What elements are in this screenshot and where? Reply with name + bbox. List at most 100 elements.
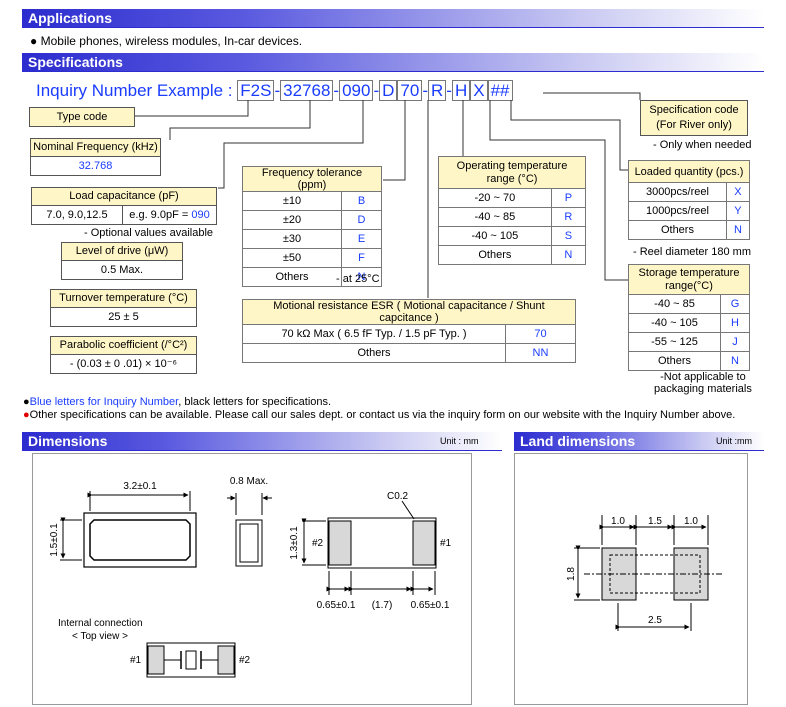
nominal-frequency-value-box: 32.768	[30, 156, 161, 176]
spec-cell: 3000pcs/reel	[628, 182, 727, 202]
code-cell: G	[720, 294, 750, 314]
internal-pin1-label: #1	[130, 655, 142, 666]
dim-pad-left: 0.65±0.1	[317, 600, 356, 611]
land-height: 1.8	[566, 567, 577, 581]
code-cell: R	[550, 207, 587, 227]
specification-code-label-1: Specification code	[649, 104, 739, 116]
load-capacitance-label: Load capacitance (pF)	[69, 190, 179, 202]
load-capacitance-values-box: 7.0, 9.0,12.5	[31, 205, 123, 225]
internal-pin2-label: #2	[239, 655, 251, 666]
code-operating-temp: R	[428, 80, 447, 101]
load-capacitance-example-code: 090	[191, 209, 210, 221]
dim-thickness: 0.8 Max.	[230, 476, 268, 487]
code-cell: N	[720, 351, 750, 371]
dimensions-title: Dimensions	[28, 433, 108, 449]
storage-temp-label-1: Storage temperature	[638, 266, 740, 279]
pin2-label: #2	[312, 538, 324, 549]
spec-cell: Others	[242, 343, 506, 363]
code-spec: ##	[487, 80, 513, 101]
code-type: F2S	[237, 80, 275, 101]
frequency-tolerance-label: Frequency tolerance (ppm)	[242, 166, 382, 192]
code-esr: 70	[397, 80, 423, 101]
spec-cell: -40 ~ 85	[627, 294, 722, 314]
type-code-box: Type code	[29, 107, 135, 127]
code-cell: N	[725, 220, 751, 240]
code-cell: N	[341, 267, 382, 287]
level-of-drive-label: Level of drive (μW)	[75, 245, 169, 257]
spec-cell: -20 ~ 70	[438, 188, 552, 208]
nominal-frequency-value: 32.768	[78, 160, 113, 172]
internal-connection-label: Internal connection	[58, 618, 143, 629]
turnover-temp-value: 25 ± 5	[108, 311, 139, 323]
table-row: 70 kΩ Max ( 6.5 fF Typ. / 1.5 pF Typ. )7…	[242, 324, 576, 344]
motional-resistance-table: Motional resistance ESR ( Motional capac…	[242, 299, 576, 363]
spec-cell: ±30	[241, 229, 343, 249]
storage-temp-note-1: -Not applicable to	[660, 371, 746, 383]
spec-cell: ±10	[241, 191, 343, 211]
code-tolerance: D	[379, 80, 398, 101]
land-dimensions-title: Land dimensions	[520, 433, 636, 449]
footnote-black-part: , black letters for specifications.	[178, 396, 332, 408]
code-cell: S	[550, 226, 587, 246]
dim-side-height: 1.3±0.1	[289, 526, 300, 560]
load-capacitance-example: e.g. 9.0pF =	[129, 209, 189, 221]
parabolic-value: - (0.03 ± 0 .01) × 10⁻⁶	[69, 358, 178, 370]
footnote-blue-letters: ●Blue letters for Inquiry Number, black …	[23, 396, 332, 408]
code-storage-temp: H	[451, 80, 471, 101]
code-cell: F	[341, 248, 382, 268]
land-pad-right: 1.0	[684, 516, 698, 527]
parabolic-value-box: - (0.03 ± 0 .01) × 10⁻⁶	[50, 354, 197, 374]
level-of-drive-value: 0.5 Max.	[100, 264, 144, 276]
specifications-title: Specifications	[28, 54, 123, 70]
dimensions-unit: Unit : mm	[440, 436, 479, 446]
turnover-temp-value-box: 25 ± 5	[50, 307, 197, 327]
storage-temp-label-2: range(°C)	[665, 279, 713, 292]
spec-cell: -55 ~ 125	[627, 332, 722, 352]
storage-temp-note-2: packaging materials	[654, 383, 752, 395]
spec-cell: ±20	[241, 210, 343, 230]
land-gap: 1.5	[648, 516, 662, 527]
parabolic-label-box: Parabolic coefficient (/°C²)	[50, 336, 197, 355]
level-of-drive-label-box: Level of drive (μW)	[61, 242, 183, 261]
code-cell: D	[341, 210, 382, 230]
loaded-quantity-note: - Reel diameter 180 mm	[633, 246, 751, 258]
spec-cell: Others	[241, 267, 343, 287]
code-cell: B	[341, 191, 382, 211]
level-of-drive-value-box: 0.5 Max.	[61, 260, 183, 280]
code-cell: H	[720, 313, 750, 333]
operating-temp-label-1: Operating temperature	[456, 159, 568, 172]
spec-cell: -40 ~ 105	[627, 313, 722, 333]
load-capacitance-note: - Optional values available	[84, 227, 214, 239]
inquiry-label: Inquiry Number Example :	[36, 81, 233, 100]
load-capacitance-label-box: Load capacitance (pF)	[31, 187, 217, 206]
applications-header: Applications	[22, 9, 764, 28]
dim-gap: (1.7)	[372, 600, 393, 611]
applications-title: Applications	[28, 10, 113, 26]
code-cell: X	[725, 182, 751, 202]
specification-code-label-2: (For River only)	[656, 119, 732, 131]
land-dimensions-header: Land dimensions	[514, 432, 764, 451]
applications-value: Mobile phones, wireless modules, In-car …	[40, 34, 303, 48]
specifications-header: Specifications	[22, 53, 764, 72]
footnote-other-specs: ●Other specifications can be available. …	[23, 409, 736, 421]
nominal-frequency-label-box: Nominal Frequency (kHz)	[30, 138, 161, 157]
dim-height: 1.5±0.1	[49, 523, 60, 557]
land-dimensions-drawing: 1.0 1.5 1.0 1.8 2.5	[566, 515, 724, 631]
code-cell: Y	[725, 201, 751, 221]
